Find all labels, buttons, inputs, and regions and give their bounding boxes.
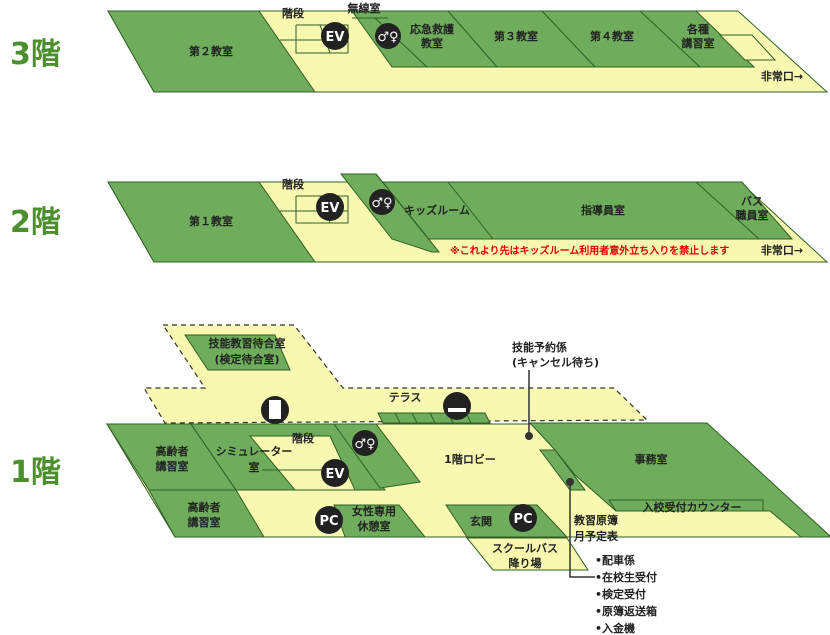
smoking-area-icon	[443, 392, 471, 420]
label-bus-dropoff: スクールバス	[492, 542, 558, 555]
label-bus-staff-2: 職員室	[736, 208, 769, 222]
label-entrance: 玄関	[470, 514, 492, 528]
pc-label: PC	[513, 512, 532, 527]
label-elderly-b: 高齢者	[188, 500, 221, 514]
floor-3f: EV ♂♀ 第２教室 階段 無線室 応急救護 教室 第３教室 第４教室 各種 講…	[107, 1, 829, 93]
restroom-glyph: ♂♀	[377, 30, 398, 45]
floor-1f: ♂♀ EV PC PC 技能教習待合室 (検定待合室) 技能予約係 (キャンセル…	[106, 324, 830, 635]
room-classroom1[interactable]	[107, 181, 316, 263]
label-stairs-2f: 階段	[282, 177, 304, 191]
label-women-lounge-2: 休憩室	[357, 519, 391, 533]
label-waiting-room: 技能教習待合室	[209, 336, 286, 350]
floor-2f: EV ♂♀ 第１教室 階段 キッズルーム 指導員室 バス 職員室 ※これより先は…	[107, 173, 829, 263]
label-exit-2f: 非常口→	[761, 243, 803, 257]
label-office: 事務室	[635, 452, 668, 466]
label-lecture-2: 講習室	[682, 36, 715, 50]
label-classroom4: 第４教室	[590, 29, 634, 43]
label-lecture: 各種	[686, 22, 709, 36]
leader-line-services	[569, 482, 595, 578]
service-item: •配車係	[595, 553, 635, 567]
restroom-icon	[369, 189, 395, 215]
label-classroom2: 第２教室	[189, 44, 233, 58]
label-lobby: 1階ロビー	[444, 452, 496, 466]
marker-reservation	[525, 432, 533, 440]
kids-room-warning: ※これより先はキッズルーム利用者意外立ち入りを禁止します	[450, 244, 729, 257]
small-room-3f	[718, 34, 777, 61]
cigarette-glyph	[448, 408, 466, 412]
label-radio-room: 無線室	[348, 1, 381, 15]
floor-label-3f: 3階	[10, 37, 61, 72]
restroom-icon	[375, 23, 401, 49]
service-item: •原簿返送箱	[595, 604, 657, 618]
service-item: •入金機	[595, 621, 635, 635]
restroom-glyph: ♂♀	[354, 437, 375, 452]
bus-dropoff	[465, 537, 589, 571]
floor-label-1f: 1階	[10, 455, 61, 490]
elevator-icon	[321, 459, 349, 487]
label-elderly-b-2: 講習室	[188, 515, 221, 529]
floor-label-2f: 2階	[10, 205, 61, 240]
label-women-lounge: 女性専用	[352, 504, 396, 518]
elevator-label: EV	[326, 467, 345, 482]
label-exit-3f: 非常口→	[761, 69, 803, 83]
label-stairs-3f: 階段	[282, 6, 304, 20]
label-bus-staff: バス	[741, 195, 763, 208]
reception-counter[interactable]	[608, 499, 764, 512]
label-simulator-2: 室	[249, 460, 260, 474]
label-reception-counter: 入校受付カウンター	[643, 500, 742, 514]
label-classroom3: 第３教室	[494, 29, 538, 43]
pc-icon	[509, 504, 537, 532]
label-instructors-room: 指導員室	[581, 203, 625, 217]
room-waiting[interactable]	[184, 334, 291, 371]
restroom-glyph: ♂♀	[371, 196, 392, 211]
label-schedule: 教習原簿	[573, 513, 618, 527]
elevator-label: EV	[321, 201, 340, 216]
label-waiting-room-2: (検定待合室)	[214, 352, 279, 366]
service-item: •検定受付	[595, 587, 646, 601]
label-terrace: テラス	[389, 391, 422, 404]
label-kids-room: キッズルーム	[404, 203, 470, 217]
label-elderly-a-2: 講習室	[156, 459, 189, 473]
room-entrance[interactable]	[445, 504, 569, 538]
label-reservation-2: (キャンセル待ち)	[512, 355, 599, 369]
label-bus-dropoff-2: 降り場	[509, 556, 542, 570]
label-firstaid-2: 教室	[420, 36, 443, 50]
room-elderly-b[interactable]	[148, 489, 265, 538]
label-stairs-1f: 階段	[292, 431, 314, 445]
label-simulator: シミュレーター	[216, 445, 293, 458]
pc-icon	[315, 506, 343, 534]
label-reservation: 技能予約係	[512, 340, 567, 354]
vending-machine-glyph	[269, 400, 281, 419]
lobby-strip	[539, 449, 586, 491]
elevator-icon	[321, 22, 349, 50]
pc-label: PC	[319, 514, 338, 529]
label-classroom1: 第１教室	[189, 214, 233, 228]
restroom-icon	[352, 430, 378, 456]
elevator-label: EV	[326, 30, 345, 45]
label-schedule-2: 月予定表	[573, 529, 619, 543]
room-classroom2[interactable]	[107, 10, 316, 93]
room-block-3f[interactable]	[351, 10, 756, 68]
label-firstaid: 応急救護	[410, 22, 455, 36]
label-elderly-a: 高齢者	[156, 444, 189, 458]
elevator-icon	[316, 193, 344, 221]
service-item: •在校生受付	[595, 570, 657, 584]
marker-services	[566, 478, 574, 486]
